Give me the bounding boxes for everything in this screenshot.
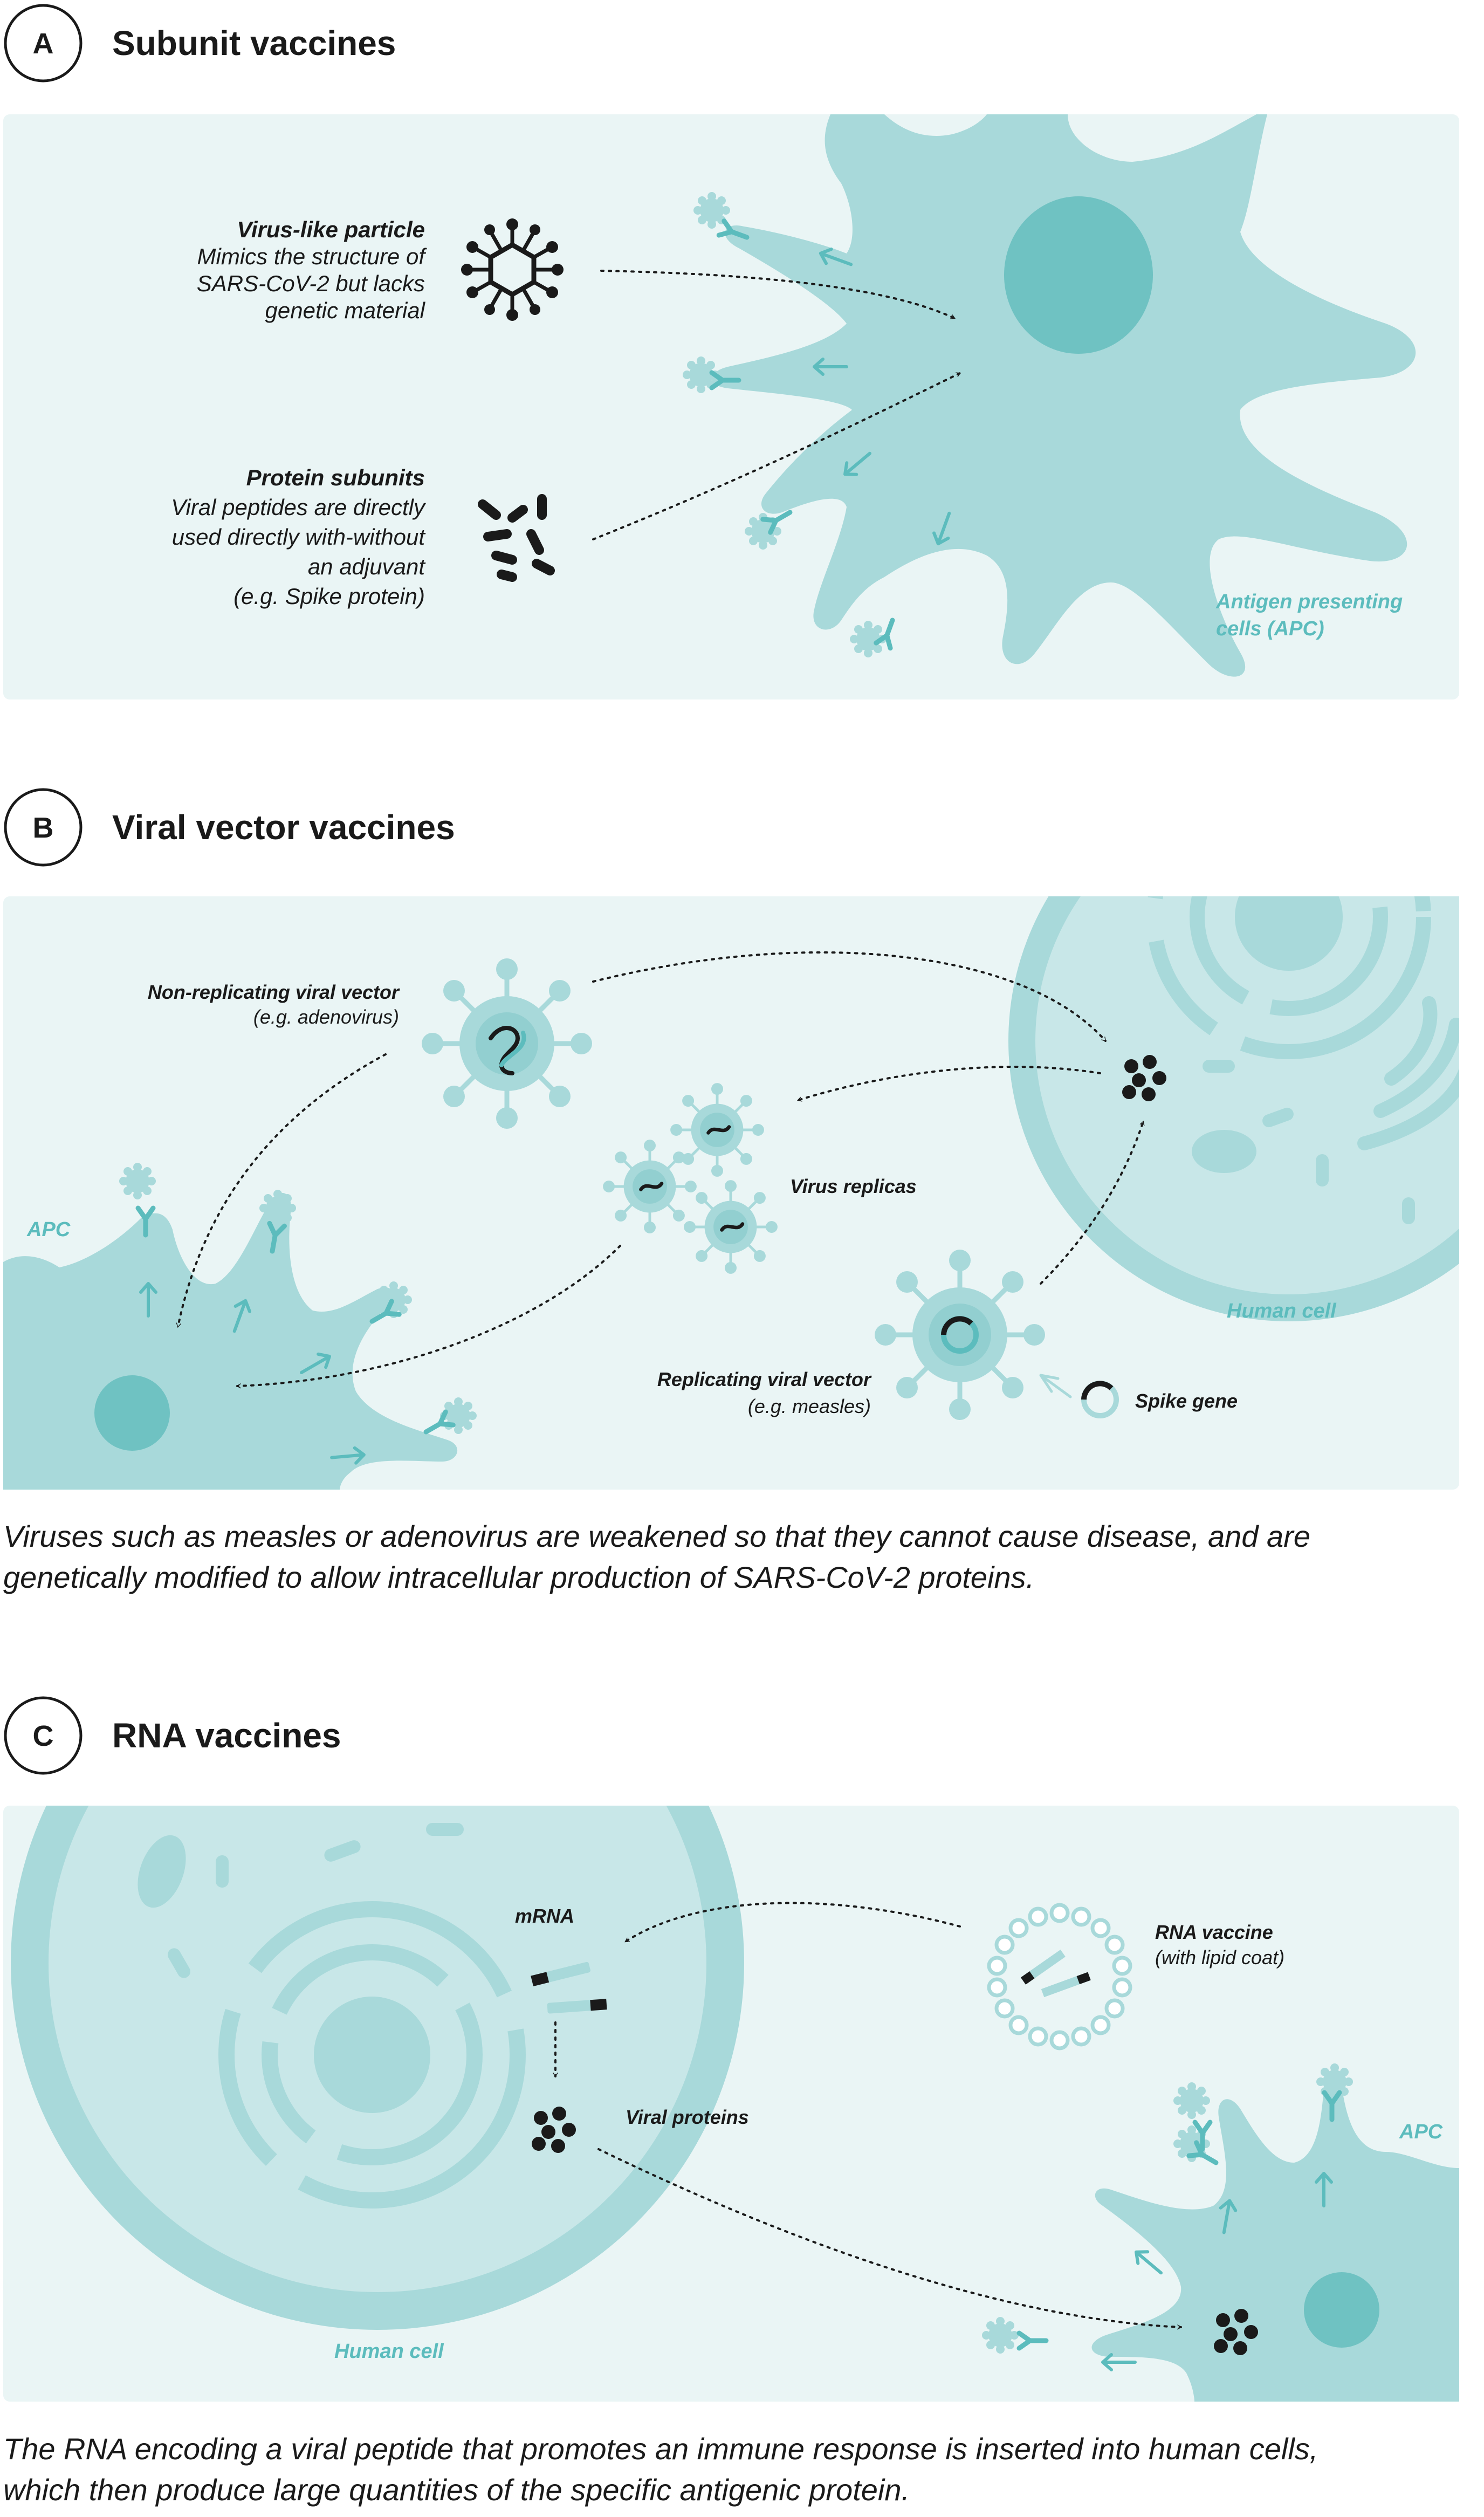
section-a-title: Subunit vaccines [112, 24, 396, 63]
dotted-arrow [592, 951, 1107, 1042]
apc-label-b: APC [26, 1218, 71, 1241]
virus-replica-icon [670, 1083, 764, 1177]
mrna-label: mRNA [515, 1905, 574, 1927]
virus-replicas-label: Virus replicas [790, 1175, 917, 1197]
section-a: A Subunit vaccines [3, 4, 1459, 699]
apc-nucleus-c [1304, 2272, 1379, 2348]
dotted-arrow [597, 2148, 1183, 2330]
apc-label-a: cells (APC) [1216, 618, 1324, 640]
human-cell-c [11, 1806, 744, 2330]
human-cell-label-b: Human cell [1227, 1300, 1337, 1322]
human-cell-b [1008, 896, 1459, 1321]
dotted-arrow [176, 1053, 387, 1328]
dotted-arrow [796, 1066, 1101, 1102]
virus-replica-icon [684, 1180, 778, 1274]
section-b-letter: B [33, 812, 54, 844]
replicating-sub: (e.g. measles) [748, 1395, 871, 1417]
rna-vaccine-title: RNA vaccine [1155, 1921, 1273, 1943]
viral-proteins-label: Viral proteins [626, 2106, 749, 2128]
virus-like-particle-icon [461, 218, 564, 321]
section-c: C RNA vaccines [3, 1696, 1459, 2507]
section-b-caption-line: genetically modified to allow intracellu… [3, 1560, 1034, 1594]
vlp-desc-line: SARS-CoV-2 but lacks [197, 271, 425, 296]
replicating-vector-icon [875, 1250, 1045, 1420]
vlp-desc-line: genetic material [265, 298, 426, 323]
protein-desc-line: (e.g. Spike protein) [233, 584, 425, 609]
apc-nucleus-b [94, 1375, 170, 1451]
section-c-badge [4, 1696, 83, 1775]
protein-desc-line: an adjuvant [308, 554, 427, 579]
replicating-title: Replicating viral vector [657, 1368, 872, 1390]
section-b-panel-clip: Non-replicating viral vector (e.g. adeno… [3, 896, 1459, 1490]
human-cell-label-c: Human cell [334, 2340, 444, 2363]
section-b-caption-line: Viruses such as measles or adenovirus ar… [3, 1519, 1310, 1553]
protein-desc-line: used directly with-without [172, 524, 427, 550]
vlp-desc-line: Mimics the structure of [197, 244, 428, 269]
section-a-letter: A [33, 28, 54, 60]
vlp-title: Virus-like particle [237, 217, 425, 242]
section-a-badge [4, 4, 83, 83]
protein-title: Protein subunits [246, 465, 425, 490]
spike-gene-icon [1081, 1381, 1119, 1418]
mrna-icon [531, 1962, 607, 2014]
dotted-arrow [624, 1902, 961, 1943]
section-c-caption-line: which then produce large quantities of t… [3, 2473, 910, 2507]
non-replicating-title: Non-replicating viral vector [148, 981, 400, 1003]
section-b: B Viral vector vaccines [3, 788, 1459, 1594]
section-c-letter: C [33, 1720, 54, 1752]
rna-vaccine-icon [987, 1903, 1132, 2050]
spike-gene-arrow [1039, 1374, 1072, 1398]
dotted-arrow [1040, 1120, 1145, 1285]
apc-label-a: Antigen presenting [1215, 591, 1403, 613]
section-c-panel-clip: mRNA Viral proteins RNA vaccine (with li… [3, 1806, 1459, 2402]
non-replicating-sub: (e.g. adenovirus) [253, 1006, 399, 1028]
protein-subunits-icon [478, 494, 555, 582]
apc-cell-a [712, 114, 1416, 677]
virus-replica-icon [603, 1140, 697, 1233]
protein-desc-line: Viral peptides are directly [171, 495, 427, 520]
section-c-title: RNA vaccines [112, 1716, 341, 1755]
non-replicating-vector-icon [422, 958, 592, 1129]
apc-nucleus-a [1004, 196, 1153, 354]
apc-label-c: APC [1399, 2121, 1443, 2143]
dotted-arrow [600, 270, 956, 319]
section-b-badge [4, 788, 83, 867]
rna-vaccine-sub: (with lipid coat) [1155, 1946, 1284, 1969]
section-b-title: Viral vector vaccines [112, 808, 455, 847]
spike-gene-label: Spike gene [1135, 1390, 1238, 1412]
section-c-caption-line: The RNA encoding a viral peptide that pr… [3, 2432, 1318, 2466]
